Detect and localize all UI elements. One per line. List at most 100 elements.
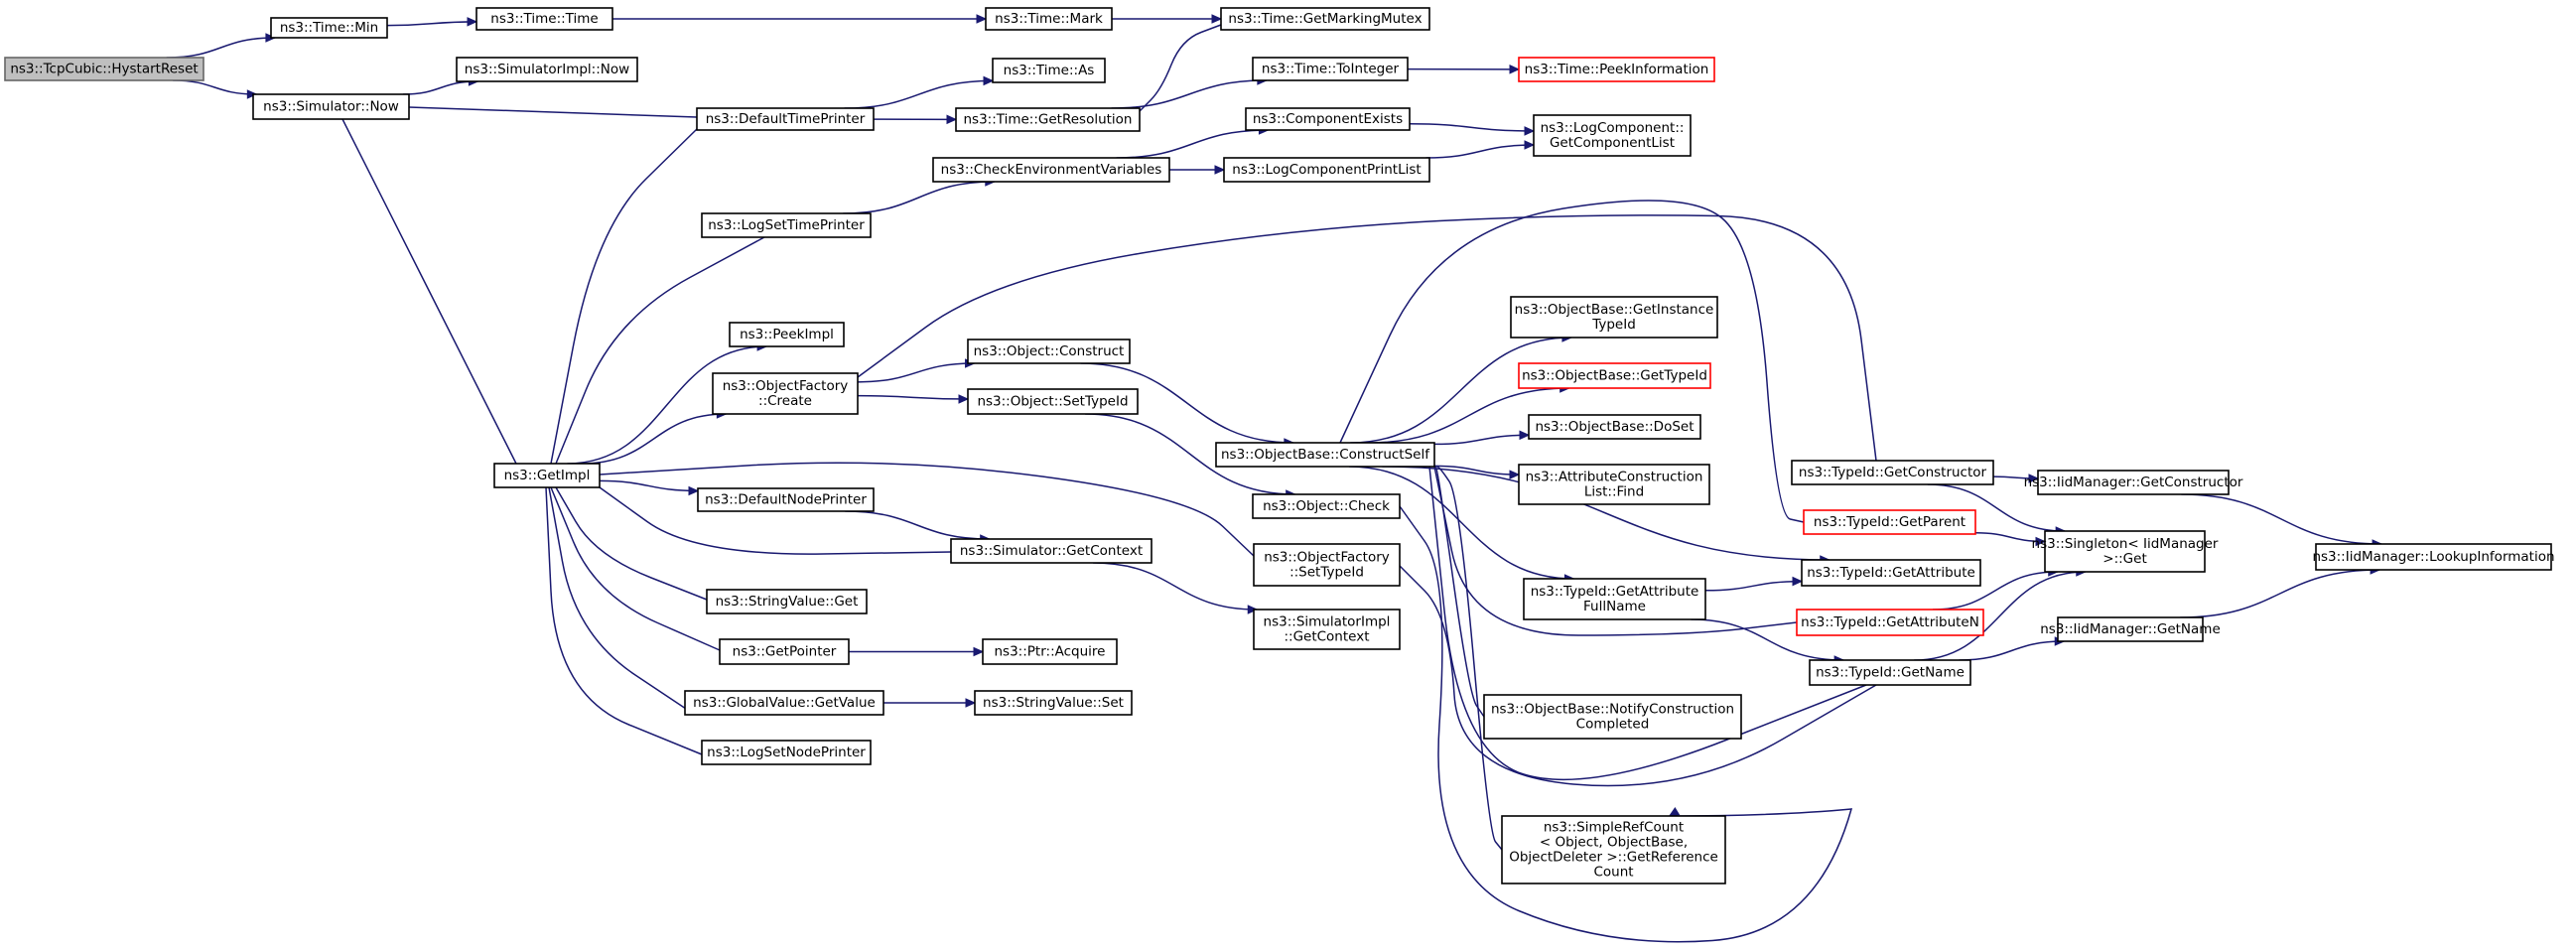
edge-componentexists-to-getcomponentlist xyxy=(1409,123,1536,136)
node-timeas[interactable]: ns3::Time::As xyxy=(992,58,1106,83)
edge-line xyxy=(548,486,696,716)
node-objectconstruct[interactable]: ns3::Object::Construct xyxy=(967,339,1131,364)
node-label: ns3::LogSetNodePrinter xyxy=(707,745,866,760)
edge-getresolution-to-tointeger xyxy=(1111,75,1269,109)
node-notifyconstruction[interactable]: ns3::ObjectBase::NotifyConstructionCompl… xyxy=(1483,694,1742,740)
node-label: ns3::TypeId::GetConstructor xyxy=(1799,465,1987,480)
edge-arrowhead xyxy=(1792,576,1804,587)
node-label: ns3::AttributeConstruction xyxy=(1526,470,1703,485)
node-box xyxy=(967,388,1139,415)
node-peekinformation[interactable]: ns3::Time::PeekInformation xyxy=(1518,57,1715,82)
node-label: >::Get xyxy=(2102,551,2146,567)
node-getresolution[interactable]: ns3::Time::GetResolution xyxy=(955,107,1141,132)
node-singletonget[interactable]: ns3::Singleton< IidManager>::Get xyxy=(2032,530,2219,573)
node-timemin[interactable]: ns3::Time::Min xyxy=(270,17,388,39)
node-label: ns3::IidManager::LookupInformation xyxy=(2312,549,2554,565)
node-logsettimeprinter[interactable]: ns3::LogSetTimePrinter xyxy=(701,212,872,238)
edge-line xyxy=(844,79,994,109)
node-checkenv[interactable]: ns3::CheckEnvironmentVariables xyxy=(932,157,1170,183)
edge-getimpl-to-stringvalueget xyxy=(555,486,708,601)
node-componentexists[interactable]: ns3::ComponentExists xyxy=(1245,107,1411,131)
node-box xyxy=(1523,578,1706,620)
node-objectfactorycreate[interactable]: ns3::ObjectFactory::Create xyxy=(712,372,859,415)
node-simimplgetcontext[interactable]: ns3::SimulatorImpl::GetContext xyxy=(1253,609,1401,650)
node-getpointer[interactable]: ns3::GetPointer xyxy=(719,638,850,665)
node-objectcheck[interactable]: ns3::Object::Check xyxy=(1252,493,1401,519)
node-tointeger[interactable]: ns3::Time::ToInteger xyxy=(1252,57,1409,81)
node-logsetnodeprinter[interactable]: ns3::LogSetNodePrinter xyxy=(701,740,872,765)
node-defaulttimeprinter[interactable]: ns3::DefaultTimePrinter xyxy=(696,107,875,131)
edge-line xyxy=(1704,580,1803,592)
edge-arrowhead xyxy=(688,485,700,496)
node-obgettypeid[interactable]: ns3::ObjectBase::GetTypeId xyxy=(1518,362,1711,389)
node-label: ns3::PeekImpl xyxy=(740,327,834,342)
node-simplerefcount[interactable]: ns3::SimpleRefCount< Object, ObjectBase,… xyxy=(1501,815,1726,884)
node-box xyxy=(1518,464,1710,505)
edge-objectfactorycreate-to-typeidgetconstructor xyxy=(857,214,1877,462)
edge-defaulttimeprinter-to-simnow xyxy=(408,106,698,118)
edge-timemark-to-getmarkingmutex xyxy=(1112,14,1223,24)
node-typeidgetparent[interactable]: ns3::TypeId::GetParent xyxy=(1803,509,1976,535)
edge-simgetcontext-to-simimplgetcontext xyxy=(1093,562,1259,614)
node-box xyxy=(1801,559,1981,587)
node-simimplnow[interactable]: ns3::SimulatorImpl::Now xyxy=(456,57,638,82)
node-constructself[interactable]: ns3::ObjectBase::ConstructSelf xyxy=(1215,442,1435,468)
edge-arrowhead xyxy=(973,646,985,657)
edge-line xyxy=(843,181,995,214)
node-label: ns3::Simulator::GetContext xyxy=(960,543,1143,559)
node-iidgetconstructor[interactable]: ns3::IidManager::GetConstructor xyxy=(2024,470,2243,495)
edge-arrowhead xyxy=(1509,470,1521,479)
node-timetime[interactable]: ns3::Time::Time xyxy=(475,7,613,31)
node-doset[interactable]: ns3::ObjectBase::DoSet xyxy=(1528,414,1701,440)
node-ofsettypeid[interactable]: ns3::ObjectFactory::SetTypeId xyxy=(1253,543,1401,587)
edge-arrowhead xyxy=(1211,14,1223,24)
node-box xyxy=(932,157,1170,183)
edge-hystart-to-simnow xyxy=(173,79,258,99)
node-box xyxy=(697,487,875,512)
node-globalvaluegetvalue[interactable]: ns3::GlobalValue::GetValue xyxy=(684,690,884,716)
node-box xyxy=(1253,609,1401,650)
node-logcomponentprintlist[interactable]: ns3::LogComponentPrintList xyxy=(1223,157,1430,183)
node-label: ns3::Time::Mark xyxy=(995,11,1103,27)
node-typeidgetattribute[interactable]: ns3::TypeId::GetAttribute xyxy=(1801,559,1981,587)
node-peekimpl[interactable]: ns3::PeekImpl xyxy=(729,322,845,347)
node-typeidgetconstructor[interactable]: ns3::TypeId::GetConstructor xyxy=(1791,460,1994,485)
node-getmarkingmutex[interactable]: ns3::Time::GetMarkingMutex xyxy=(1220,7,1430,31)
node-getimpl[interactable]: ns3::GetImpl xyxy=(493,463,601,488)
node-lookupinformation[interactable]: ns3::IidManager::LookupInformation xyxy=(2312,543,2555,571)
edge-typeidgetconstructor-to-iidgetconstructor xyxy=(1992,474,2040,483)
node-timemark[interactable]: ns3::Time::Mark xyxy=(985,7,1113,31)
node-hystart[interactable]: ns3::TcpCubic::HystartReset xyxy=(4,57,204,81)
node-typeidgetname[interactable]: ns3::TypeId::GetName xyxy=(1809,659,1971,686)
node-box xyxy=(696,107,875,131)
node-label: ns3::Time::PeekInformation xyxy=(1525,62,1709,77)
node-simgetcontext[interactable]: ns3::Simulator::GetContext xyxy=(950,538,1152,564)
node-label: ns3::DefaultNodePrinter xyxy=(705,492,867,508)
node-typeidgetattributen[interactable]: ns3::TypeId::GetAttributeN xyxy=(1796,609,1984,636)
node-box xyxy=(729,322,845,347)
node-iidgetname[interactable]: ns3::IidManager::GetName xyxy=(2040,616,2221,642)
edge-arrowhead xyxy=(983,75,995,86)
node-objectsettypeid[interactable]: ns3::Object::SetTypeId xyxy=(967,388,1139,415)
node-label: ns3::LogComponent:: xyxy=(1541,120,1685,136)
node-label: ns3::SimpleRefCount xyxy=(1544,820,1684,836)
node-simnow[interactable]: ns3::Simulator::Now xyxy=(252,93,410,120)
node-box xyxy=(701,212,872,238)
node-label: ns3::TypeId::GetAttribute xyxy=(1807,565,1975,581)
node-label: ::Create xyxy=(758,393,812,409)
edge-arrowhead xyxy=(2035,536,2047,547)
node-label: ns3::SimulatorImpl::Now xyxy=(465,62,629,77)
node-ptracquire[interactable]: ns3::Ptr::Acquire xyxy=(982,638,1118,665)
edge-line xyxy=(567,345,767,465)
node-stringvalueset[interactable]: ns3::StringValue::Set xyxy=(974,690,1133,716)
node-box xyxy=(252,93,410,120)
node-box xyxy=(1809,659,1971,686)
node-label: ::SetTypeId xyxy=(1289,565,1364,581)
node-stringvalueget[interactable]: ns3::StringValue::Get xyxy=(706,589,868,614)
node-defaultnodeprinter[interactable]: ns3::DefaultNodePrinter xyxy=(697,487,875,512)
node-getcomponentlist[interactable]: ns3::LogComponent::GetComponentList xyxy=(1533,114,1692,157)
edge-line xyxy=(1399,565,1877,787)
